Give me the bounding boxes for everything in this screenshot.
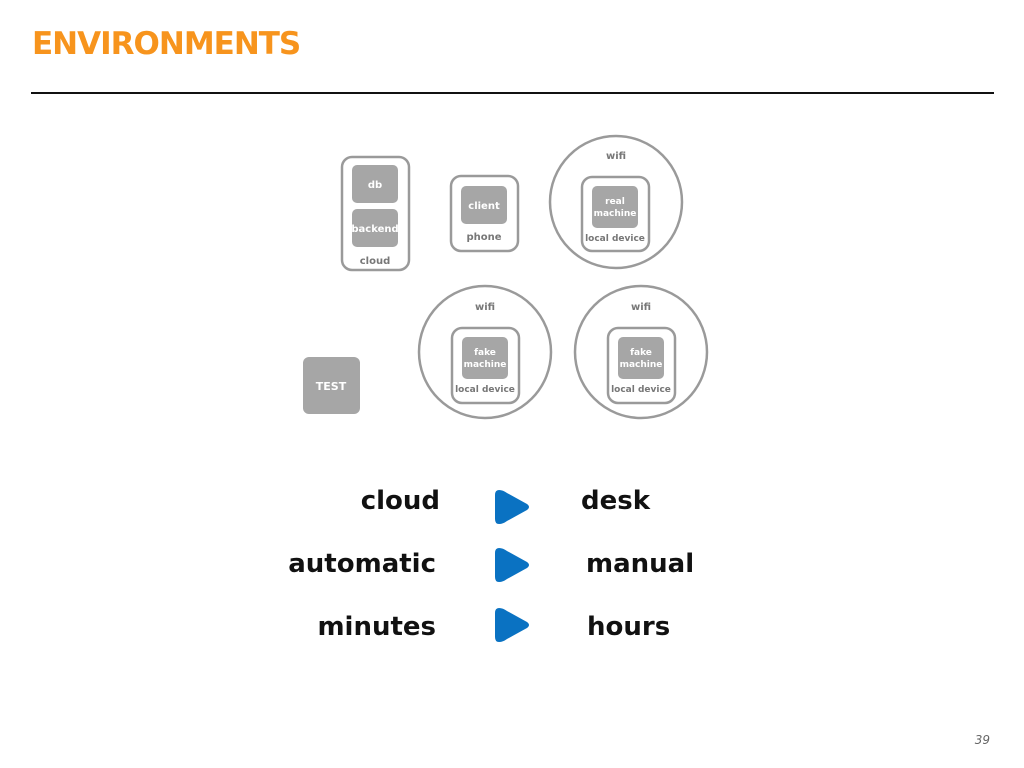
page-number: 39 (974, 733, 990, 747)
real-device-group: wifi real machine local device (548, 134, 684, 270)
cloud-container (340, 155, 411, 272)
comparison-from-cloud: cloud (360, 486, 440, 516)
local-device-container (606, 326, 677, 405)
db-label: db (368, 180, 382, 191)
local-device-container (580, 175, 651, 253)
comparison-from-minutes: minutes (317, 612, 436, 642)
wifi-label: wifi (475, 302, 495, 313)
cloud-label: cloud (360, 256, 391, 267)
real-machine-line2: machine (594, 209, 637, 219)
local-device-label: local device (585, 234, 645, 244)
arrow-right-icon (495, 548, 529, 582)
wifi-label: wifi (631, 302, 651, 313)
local-device-label: local device (455, 385, 515, 395)
arrow-right-icon (495, 608, 529, 642)
comparison-to-manual: manual (586, 549, 695, 579)
wifi-label: wifi (606, 151, 626, 162)
wifi-circle (548, 134, 684, 270)
local-device-container (450, 326, 521, 405)
test-label: TEST (316, 380, 347, 393)
fake-machine-box (618, 337, 664, 379)
db-box (352, 165, 398, 203)
real-machine-line1: real (605, 197, 625, 207)
fake-machine-line2: machine (620, 360, 663, 370)
fake-device-group-2: wifi fake machine local device (573, 284, 709, 420)
real-machine-box (592, 186, 638, 228)
phone-group: client phone (449, 174, 520, 253)
arrow-right-icon (495, 490, 529, 524)
fake-machine-line1: fake (630, 348, 652, 358)
comparison-to-hours: hours (587, 612, 671, 642)
comparison-to-desk: desk (581, 486, 651, 516)
comparison-from-automatic: automatic (288, 549, 436, 579)
fake-machine-line2: machine (464, 360, 507, 370)
client-label: client (468, 201, 500, 212)
cloud-group: db backend cloud (340, 155, 411, 272)
client-box (461, 186, 507, 224)
slide-title: ENVIRONMENTS (32, 26, 301, 62)
fake-machine-line1: fake (474, 348, 496, 358)
phone-container (449, 174, 520, 253)
backend-box (352, 209, 398, 247)
title-divider (31, 92, 994, 94)
phone-label: phone (466, 232, 501, 243)
test-group: TEST (303, 357, 360, 414)
fake-device-group-1: wifi fake machine local device (417, 284, 553, 420)
fake-machine-box (462, 337, 508, 379)
wifi-circle (573, 284, 709, 420)
wifi-circle (417, 284, 553, 420)
backend-label: backend (351, 224, 398, 235)
local-device-label: local device (611, 385, 671, 395)
test-box (303, 357, 360, 414)
